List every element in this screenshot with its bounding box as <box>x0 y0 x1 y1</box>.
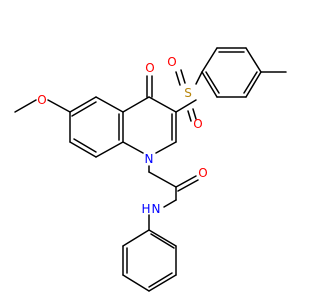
bond <box>175 175 197 188</box>
bond <box>205 71 220 94</box>
atom-label-h-amide: H <box>141 202 150 216</box>
atom-label-o-sulfonyl-top: O <box>167 55 176 69</box>
bond <box>47 99 71 113</box>
bond <box>95 96 124 113</box>
atom-label-layer: O O S O O N O N H <box>37 55 207 216</box>
bond <box>245 47 262 73</box>
bond <box>243 71 258 94</box>
bond <box>122 141 144 154</box>
bond <box>122 274 150 292</box>
bond <box>177 179 199 192</box>
bond <box>122 229 150 247</box>
bond <box>71 101 97 117</box>
bond <box>122 96 150 113</box>
atom-label-o-amide: O <box>198 166 207 180</box>
bond <box>148 274 177 292</box>
bond <box>195 71 203 85</box>
bond <box>201 71 218 98</box>
bond <box>201 47 218 73</box>
bond <box>192 108 197 120</box>
atom-label-n-amide: N <box>152 202 161 216</box>
atom-label-o-methoxy: O <box>37 93 46 107</box>
bond <box>187 110 192 122</box>
bond <box>148 96 177 113</box>
bond <box>175 71 181 86</box>
bond <box>73 138 97 153</box>
atom-label-o-sulfonyl-bottom: O <box>193 117 202 131</box>
bond <box>14 99 37 113</box>
bond <box>245 71 262 98</box>
bond <box>148 171 177 188</box>
bond <box>155 141 177 154</box>
bond <box>163 199 177 208</box>
chemical-structure: O O S O O N O N H <box>14 47 287 292</box>
bond <box>148 229 177 247</box>
bond <box>180 69 186 84</box>
bond <box>95 141 124 158</box>
bond <box>175 99 197 113</box>
bond <box>150 233 175 249</box>
bond <box>148 272 173 288</box>
bond <box>69 141 97 158</box>
bond <box>69 96 97 113</box>
bond-layer <box>14 47 287 292</box>
atom-label-n-ring: N <box>145 152 154 166</box>
atom-label-o-ketone: O <box>145 61 154 75</box>
atom-label-s-sulfonyl: S <box>184 86 192 100</box>
